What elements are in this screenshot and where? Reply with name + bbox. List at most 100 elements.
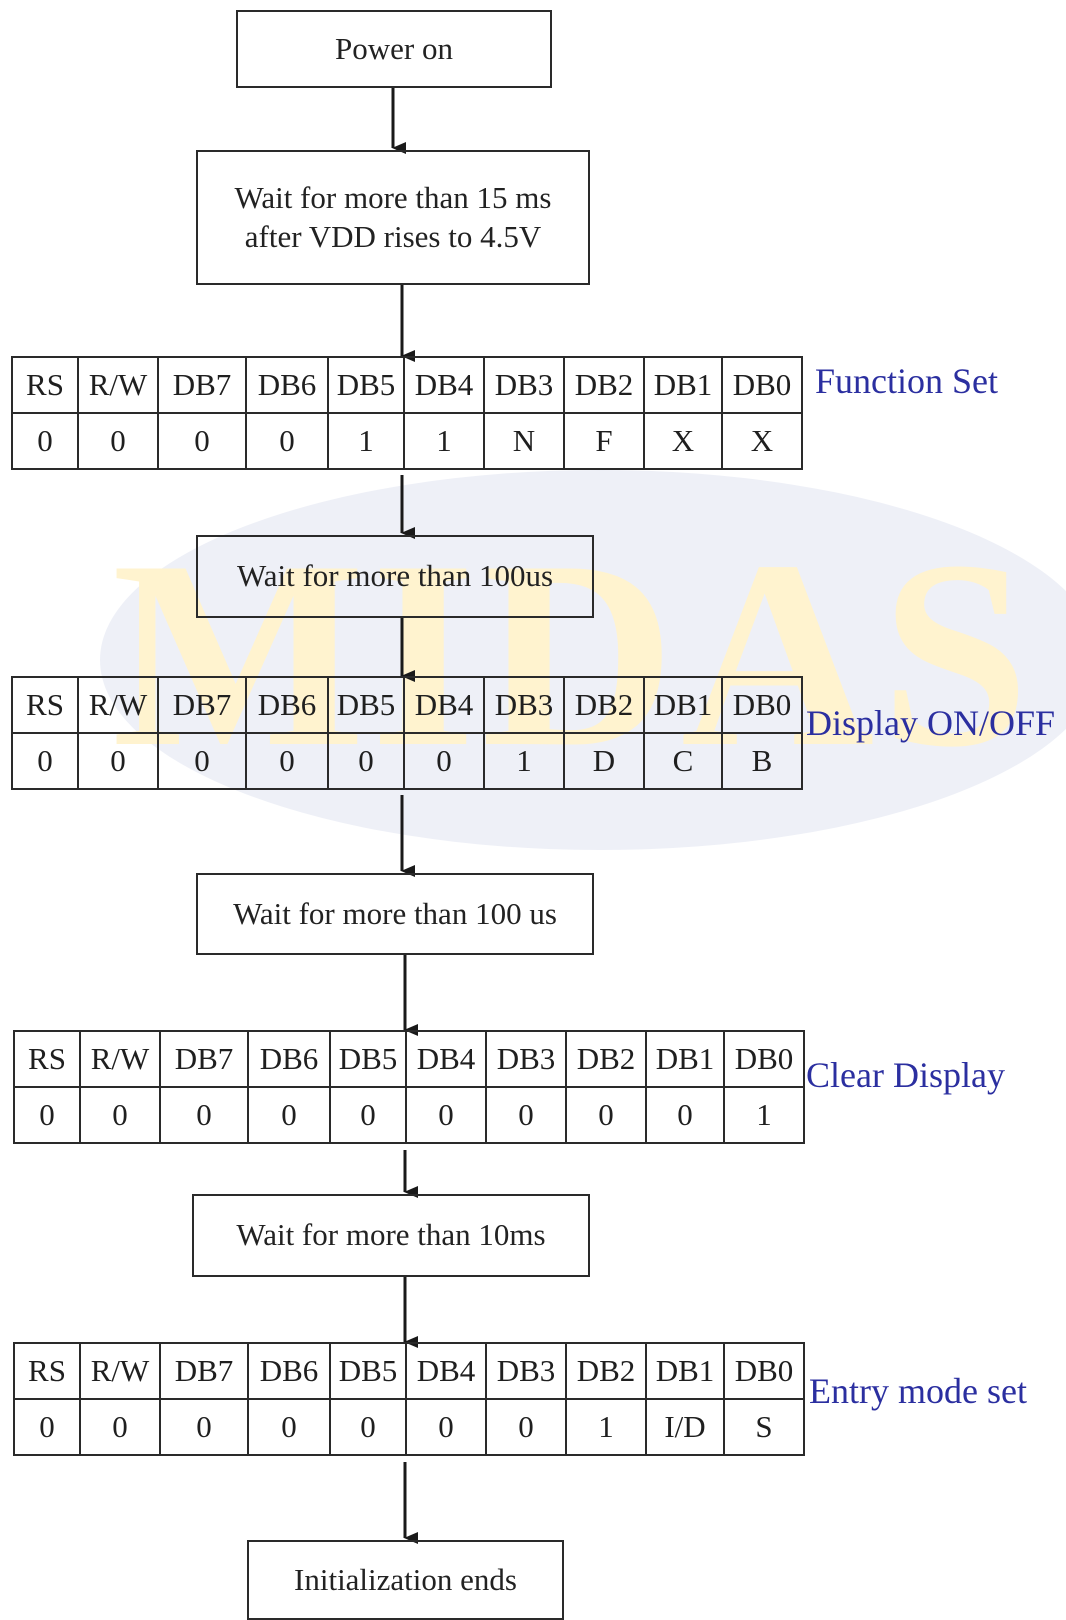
register-label-function-set: Function Set — [815, 361, 999, 401]
header-cell-db0: DB0 — [721, 676, 803, 734]
header-cell-db3: DB3 — [485, 1342, 567, 1400]
header-cell-db3: DB3 — [483, 356, 565, 414]
value-cell-db7: 0 — [159, 1398, 249, 1456]
value-cell-rs: 0 — [13, 1398, 81, 1456]
value-cell-db0: X — [721, 412, 803, 470]
header-cell-db2: DB2 — [563, 356, 645, 414]
value-cell-db2: D — [563, 732, 645, 790]
value-cell-db2: F — [563, 412, 645, 470]
value-cell-rs: 0 — [11, 732, 79, 790]
header-cell-db1: DB1 — [645, 1342, 725, 1400]
value-cell-db5: 1 — [327, 412, 405, 470]
value-cell-rw: 0 — [77, 412, 159, 470]
step-wait-10ms: Wait for more than 10ms — [192, 1194, 590, 1277]
register-table-function-set: RS R/W DB7 DB6 DB5 DB4 DB3 DB2 DB1 DB0 0… — [11, 356, 803, 470]
header-cell-db2: DB2 — [565, 1342, 647, 1400]
value-cell-db2: 1 — [565, 1398, 647, 1456]
header-cell-db7: DB7 — [157, 676, 247, 734]
header-cell-rs: RS — [11, 676, 79, 734]
header-cell-rs: RS — [11, 356, 79, 414]
value-cell-db1: C — [643, 732, 723, 790]
step-wait-10ms-text: Wait for more than 10ms — [236, 1217, 546, 1253]
header-cell-db5: DB5 — [329, 1030, 407, 1088]
register-header-row: RS R/W DB7 DB6 DB5 DB4 DB3 DB2 DB1 DB0 — [13, 1030, 805, 1088]
step-wait-100us-a: Wait for more than 100us — [196, 535, 594, 618]
register-value-row: 0 0 0 0 0 0 1 D C B — [11, 732, 803, 790]
header-cell-db1: DB1 — [645, 1030, 725, 1088]
step-wait-15ms-line2: after VDD rises to 4.5V — [244, 218, 542, 254]
value-cell-db0: B — [721, 732, 803, 790]
register-table-display-on-off: RS R/W DB7 DB6 DB5 DB4 DB3 DB2 DB1 DB0 0… — [11, 676, 803, 790]
step-wait-100us-b-text: Wait for more than 100 us — [233, 895, 557, 931]
header-cell-db6: DB6 — [247, 1342, 331, 1400]
header-cell-db7: DB7 — [159, 1342, 249, 1400]
value-cell-db3: N — [483, 412, 565, 470]
step-wait-100us-a-text: Wait for more than 100us — [236, 558, 554, 594]
value-cell-db7: 0 — [159, 1086, 249, 1144]
value-cell-db3: 1 — [483, 732, 565, 790]
value-cell-db5: 0 — [329, 1086, 407, 1144]
header-cell-db0: DB0 — [721, 356, 803, 414]
header-cell-rw: R/W — [77, 356, 159, 414]
header-cell-db6: DB6 — [247, 1030, 331, 1088]
header-cell-rw: R/W — [79, 1342, 161, 1400]
value-cell-db1: I/D — [645, 1398, 725, 1456]
value-cell-db4: 0 — [405, 1086, 487, 1144]
header-cell-rw: R/W — [77, 676, 159, 734]
value-cell-db7: 0 — [157, 732, 247, 790]
header-cell-rs: RS — [13, 1030, 81, 1088]
header-cell-db4: DB4 — [403, 356, 485, 414]
register-label-display-on-off: Display ON/OFF — [806, 703, 1056, 743]
step-wait-15ms-line1: Wait for more than 15 ms — [234, 179, 552, 215]
value-cell-db6: 0 — [247, 1086, 331, 1144]
header-cell-db3: DB3 — [483, 676, 565, 734]
value-cell-db4: 1 — [403, 412, 485, 470]
value-cell-db6: 0 — [245, 732, 329, 790]
header-cell-db4: DB4 — [405, 1342, 487, 1400]
header-cell-db5: DB5 — [327, 356, 405, 414]
value-cell-db6: 0 — [247, 1398, 331, 1456]
header-cell-rw: R/W — [79, 1030, 161, 1088]
register-table-clear-display: RS R/W DB7 DB6 DB5 DB4 DB3 DB2 DB1 DB0 0… — [13, 1030, 805, 1144]
step-wait-100us-b: Wait for more than 100 us — [196, 873, 594, 955]
step-power-on-text: Power on — [335, 30, 453, 66]
value-cell-rw: 0 — [79, 1086, 161, 1144]
header-cell-db7: DB7 — [157, 356, 247, 414]
value-cell-db5: 0 — [327, 732, 405, 790]
value-cell-db3: 0 — [485, 1086, 567, 1144]
step-power-on: Power on — [236, 10, 552, 88]
header-cell-db0: DB0 — [723, 1030, 805, 1088]
register-value-row: 0 0 0 0 1 1 N F X X — [11, 412, 803, 470]
value-cell-rs: 0 — [11, 412, 79, 470]
register-label-entry-mode-set: Entry mode set — [809, 1371, 1027, 1411]
value-cell-db5: 0 — [329, 1398, 407, 1456]
header-cell-rs: RS — [13, 1342, 81, 1400]
value-cell-db7: 0 — [157, 412, 247, 470]
value-cell-rs: 0 — [13, 1086, 81, 1144]
header-cell-db6: DB6 — [245, 356, 329, 414]
step-wait-15ms: Wait for more than 15 ms after VDD rises… — [196, 150, 590, 285]
step-init-ends-text: Initialization ends — [294, 1561, 517, 1597]
value-cell-db2: 0 — [565, 1086, 647, 1144]
value-cell-db4: 0 — [403, 732, 485, 790]
header-cell-db2: DB2 — [565, 1030, 647, 1088]
header-cell-db5: DB5 — [329, 1342, 407, 1400]
value-cell-db0: S — [723, 1398, 805, 1456]
register-label-clear-display: Clear Display — [806, 1055, 1005, 1095]
header-cell-db1: DB1 — [643, 676, 723, 734]
register-header-row: RS R/W DB7 DB6 DB5 DB4 DB3 DB2 DB1 DB0 — [11, 356, 803, 414]
value-cell-rw: 0 — [79, 1398, 161, 1456]
register-table-entry-mode-set: RS R/W DB7 DB6 DB5 DB4 DB3 DB2 DB1 DB0 0… — [13, 1342, 805, 1456]
value-cell-db0: 1 — [723, 1086, 805, 1144]
value-cell-db6: 0 — [245, 412, 329, 470]
header-cell-db4: DB4 — [403, 676, 485, 734]
value-cell-rw: 0 — [77, 732, 159, 790]
value-cell-db3: 0 — [485, 1398, 567, 1456]
register-value-row: 0 0 0 0 0 0 0 0 0 1 — [13, 1086, 805, 1144]
step-init-ends: Initialization ends — [247, 1540, 564, 1620]
header-cell-db0: DB0 — [723, 1342, 805, 1400]
register-header-row: RS R/W DB7 DB6 DB5 DB4 DB3 DB2 DB1 DB0 — [13, 1342, 805, 1400]
value-cell-db4: 0 — [405, 1398, 487, 1456]
